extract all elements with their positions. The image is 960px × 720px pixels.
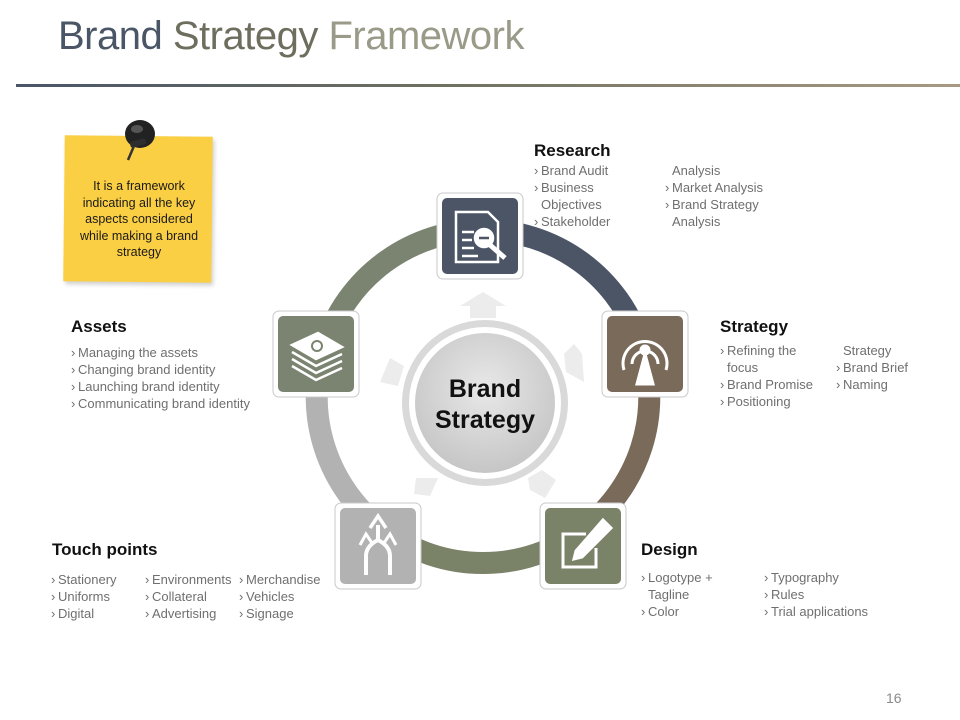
list-item: Tagline	[648, 587, 690, 602]
center-label-line1: Brand	[449, 375, 521, 403]
design-list-1: Logotype + Tagline Color	[641, 569, 713, 620]
touchpoints-list-1: Stationery Uniforms Digital	[51, 571, 117, 622]
touchpoints-heading: Touch points	[52, 540, 158, 559]
flow-arrow-left-upper	[380, 358, 404, 386]
assets-heading: Assets	[71, 317, 127, 336]
list-item: Managing the assets	[71, 344, 250, 361]
list-item: Brand Audit	[534, 162, 610, 179]
title-word-1: Brand	[58, 14, 163, 58]
touchpoints-list-3: Merchandise Vehicles Signage	[239, 571, 320, 622]
list-item: Brand Brief	[836, 359, 908, 376]
touchpoints-box	[340, 508, 416, 584]
center-circle	[415, 333, 555, 473]
flow-arrow-right-upper	[564, 344, 584, 382]
strategy-list-1: Refining the focus Brand Promise Positio…	[720, 342, 813, 410]
merging-arrows-icon	[358, 512, 398, 575]
list-item: Business	[534, 179, 610, 196]
strategy-list-2: Strategy Brand Brief Naming	[836, 342, 908, 393]
center-label-line2: Strategy	[435, 406, 535, 434]
list-item: focus	[727, 360, 759, 375]
design-list-2: Typography Rules Trial applications	[764, 569, 868, 620]
target-signal-icon	[621, 339, 669, 386]
page-title: Brand Strategy Framework	[58, 14, 524, 59]
assets-list: Managing the assets Changing brand ident…	[71, 344, 250, 412]
flow-arrow-top	[460, 292, 506, 318]
list-item: Signage	[239, 605, 320, 622]
push-pin-icon	[125, 120, 155, 161]
list-item: Brand Promise	[720, 376, 813, 393]
list-item: Logotype +	[641, 569, 713, 586]
list-item: Launching brand identity	[71, 378, 250, 395]
research-list-2: Analysis Market Analysis Brand Strategy …	[665, 162, 763, 230]
list-item: Communicating brand identity	[71, 395, 250, 412]
list-item: Typography	[764, 569, 868, 586]
research-list-1: Brand Audit Business Objectives Stakehol…	[534, 162, 610, 230]
pen-edit-icon	[561, 517, 614, 569]
list-item: Objectives	[541, 197, 602, 212]
note-text: It is a framework indicating all the key…	[79, 179, 199, 259]
title-word-3: Framework	[328, 14, 524, 58]
list-item: Collateral	[145, 588, 231, 605]
list-item: Analysis	[672, 214, 721, 229]
money-stack-icon	[289, 331, 345, 382]
title-divider	[16, 84, 960, 87]
document-search-icon	[454, 210, 507, 264]
flow-arrow-right-lower	[528, 470, 556, 498]
list-item: Advertising	[145, 605, 231, 622]
list-item: Market Analysis	[665, 179, 763, 196]
list-item: Analysis	[672, 163, 721, 178]
flow-arrow-left-lower	[414, 478, 438, 496]
title-word-2: Strategy	[172, 14, 318, 58]
list-item: Color	[641, 603, 713, 620]
list-item: Vehicles	[239, 588, 320, 605]
list-item: Brand Strategy	[665, 196, 763, 213]
design-heading: Design	[641, 540, 698, 559]
strategy-heading: Strategy	[720, 317, 789, 336]
list-item: Stationery	[51, 571, 117, 588]
list-item: Strategy	[843, 343, 892, 358]
touchpoints-list-2: Environments Collateral Advertising	[145, 571, 231, 622]
list-item: Environments	[145, 571, 231, 588]
page-number: 16	[886, 690, 902, 706]
list-item: Trial applications	[764, 603, 868, 620]
list-item: Rules	[764, 586, 868, 603]
list-item: Stakeholder	[534, 213, 610, 230]
list-item: Merchandise	[239, 571, 320, 588]
list-item: Naming	[836, 376, 908, 393]
research-heading: Research	[534, 141, 611, 160]
list-item: Refining the	[720, 342, 813, 359]
list-item: Positioning	[720, 393, 813, 410]
list-item: Changing brand identity	[71, 361, 250, 378]
list-item: Uniforms	[51, 588, 117, 605]
list-item: Digital	[51, 605, 117, 622]
